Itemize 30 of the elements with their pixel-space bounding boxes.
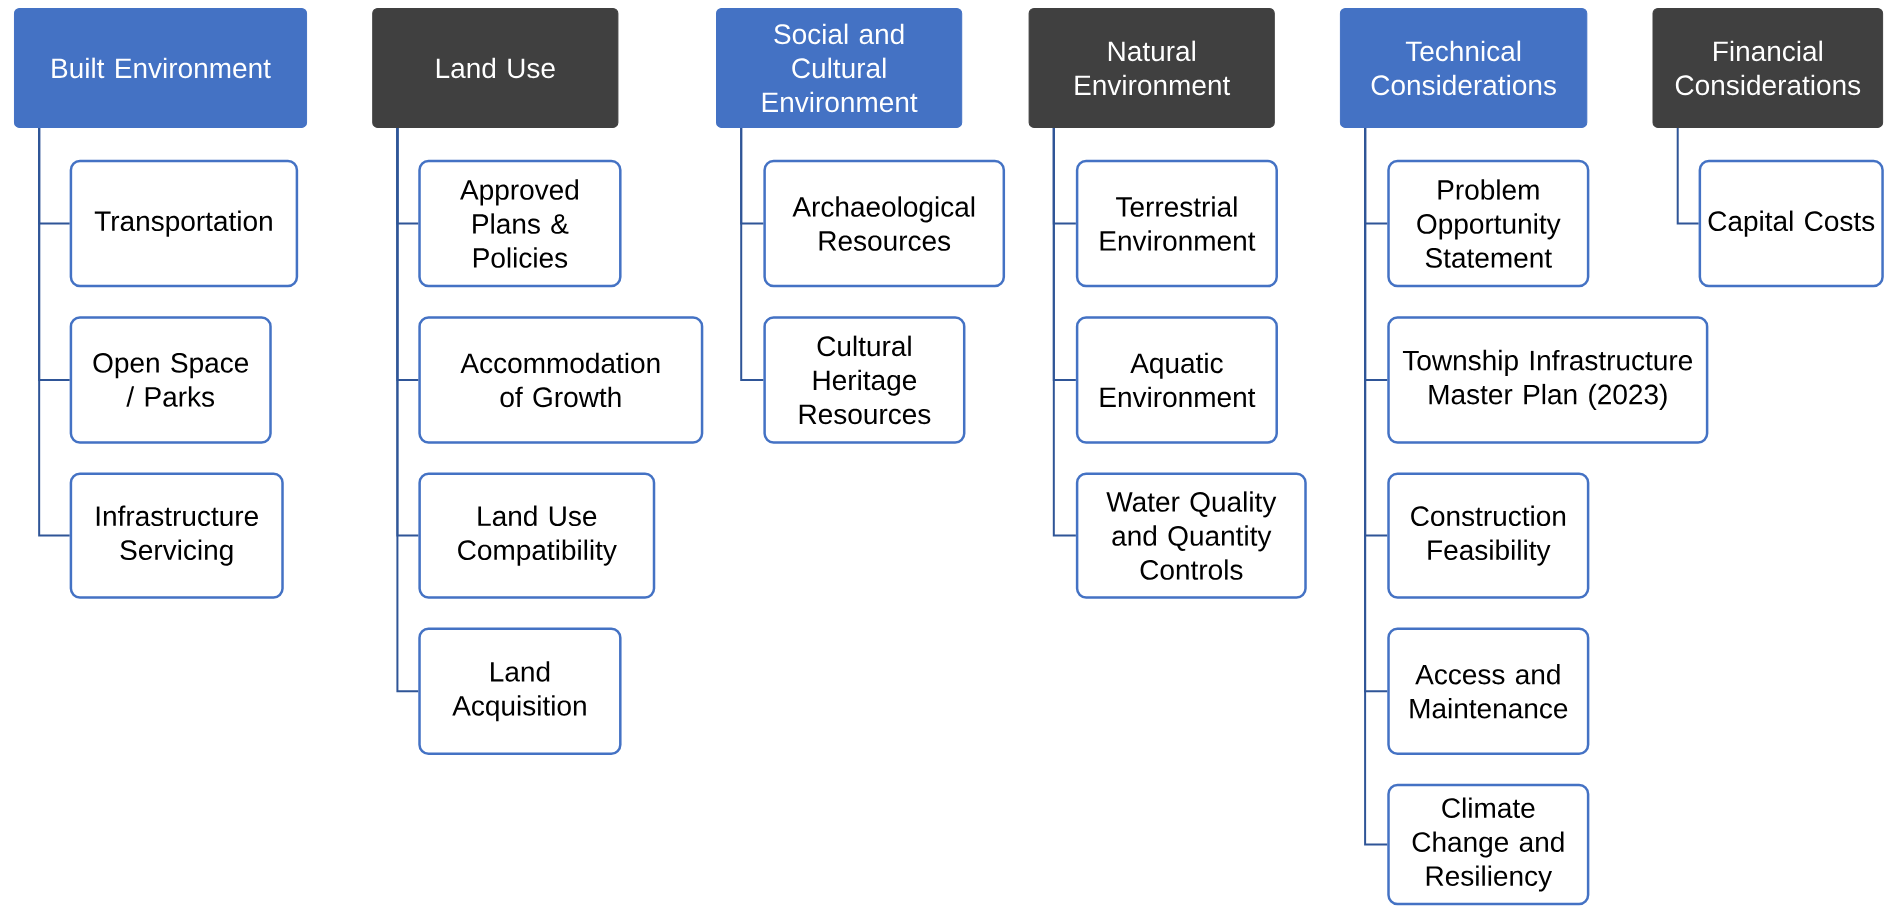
category-header: Technical Considerations xyxy=(1339,7,1588,128)
category-header: Built Environment xyxy=(13,7,308,128)
subtopic-box: Accommodation of Growth xyxy=(418,316,704,444)
subtopic-box: Transportation xyxy=(69,159,299,288)
subtopic-box: Aquatic Environment xyxy=(1075,316,1278,444)
connector-line xyxy=(396,126,420,693)
connector-line xyxy=(38,126,71,537)
subtopic-box: Water Quality and Quantity Controls xyxy=(1075,472,1307,599)
connector-line xyxy=(1364,126,1389,846)
category-header: Social and Cultural Environment xyxy=(716,7,963,128)
subtopic-box: Terrestrial Environment xyxy=(1075,159,1278,288)
category-header: Financial Considerations xyxy=(1652,7,1884,128)
subtopic-box: Climate Change and Resiliency xyxy=(1387,783,1590,906)
subtopic-box: Open Space / Parks xyxy=(69,316,272,444)
subtopic-box: Archaeological Resources xyxy=(763,159,1006,288)
subtopic-box: Problem Opportunity Statement xyxy=(1387,159,1590,288)
subtopic-box: Construction Feasibility xyxy=(1387,472,1590,599)
connector-line xyxy=(1676,126,1700,225)
subtopic-box: Approved Plans & Policies xyxy=(418,159,622,288)
subtopic-box: Infrastructure Servicing xyxy=(69,472,284,599)
connector-line xyxy=(1052,126,1077,537)
subtopic-box: Access and Maintenance xyxy=(1387,627,1590,755)
category-header: Natural Environment xyxy=(1028,7,1275,128)
subtopic-box: Land Use Compatibility xyxy=(418,472,656,599)
subtopic-box: Township Infrastructure Master Plan (2023) xyxy=(1387,316,1709,444)
category-header: Land Use xyxy=(372,7,619,128)
connector-line xyxy=(740,126,765,381)
subtopic-box: Capital Costs xyxy=(1698,159,1884,288)
subtopic-box: Cultural Heritage Resources xyxy=(763,316,966,444)
subtopic-box: Land Acquisition xyxy=(418,627,622,755)
